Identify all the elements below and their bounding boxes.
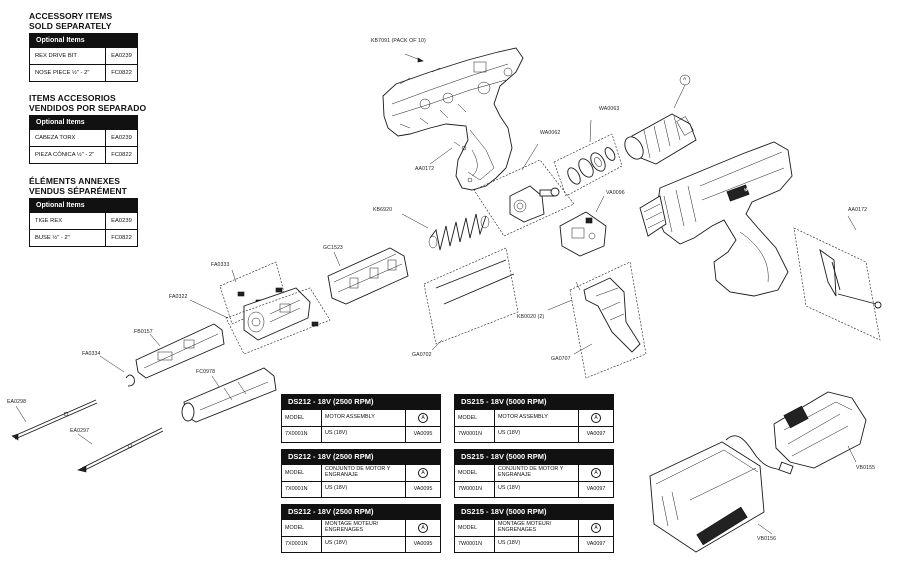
adjusting-collar-drawing (181, 367, 277, 423)
table-row: PIEZA CÓNICA ½" - 2"FC0822 (30, 146, 137, 163)
table-title: DS212 - 18V (2500 RPM) (282, 450, 440, 464)
label-fa0333: FA0333 (211, 262, 230, 268)
label-va0096: VA0096 (606, 190, 625, 196)
label-fb0157: FB0157 (134, 329, 153, 335)
spring-drawing (428, 213, 490, 251)
accessory-heading-fr: ÉLÉMENTS ANNEXES VENDUS SÉPARÉMENT (29, 176, 127, 196)
gear-set-drawing (567, 147, 616, 185)
long-bit-drawing (11, 399, 98, 441)
label-kb7091: KB7091 (PACK OF 10) (371, 38, 426, 44)
table-header: Optional Items (30, 116, 137, 129)
accessory-heading-en: ACCESSORY ITEMS SOLD SEPARATELY (29, 11, 113, 31)
depth-guide-drawing (583, 277, 641, 353)
label-ga0707: GA0707 (551, 356, 571, 362)
mounting-bracket-drawing (327, 247, 409, 305)
table-title: DS212 - 18V (2500 RPM) (282, 395, 440, 409)
label-wa0062: WA0062 (540, 130, 561, 136)
trigger-switch-drawing (559, 211, 607, 257)
table-header: Optional Items (30, 199, 137, 212)
label-fc0978: FC0978 (196, 369, 216, 375)
short-bit-drawing (77, 427, 164, 473)
callout-a-label: A (683, 77, 687, 82)
nose-housing-drawing (243, 287, 311, 341)
table-row: BUSE ½" - 2"FC0822 (30, 229, 137, 246)
callout-a-badge: A (591, 467, 601, 478)
label-vb0155: VB0155 (856, 465, 876, 471)
accessory-heading-es: ITEMS ACCESORIOS VENDIDOS POR SEPARADO (29, 93, 147, 113)
label-ea0298: EA0298 (7, 399, 27, 405)
charger-drawing (649, 435, 794, 553)
callout-a-badge: A (418, 412, 428, 423)
label-wa0063: WA0063 (599, 106, 620, 112)
label-ea0297: EA0297 (70, 428, 90, 434)
table-title: DS215 - 18V (5000 RPM) (455, 395, 613, 409)
label-aa0172-left: AA0172 (415, 166, 435, 172)
callout-a-badge: A (591, 522, 601, 533)
label-fa0322: FA0322 (169, 294, 188, 300)
clutch-assembly-drawing (509, 185, 560, 223)
battery-pack-drawing (773, 391, 867, 469)
label-aa0172-right: AA0172 (848, 207, 868, 213)
screwdriver-tool-drawing (639, 141, 793, 297)
label-fa0334: FA0334 (82, 351, 101, 357)
slide-plate-drawing (135, 323, 225, 379)
label-ga0702: GA0702 (412, 352, 432, 358)
label-vb0156: VB0156 (757, 536, 777, 542)
table-header: Optional Items (30, 34, 137, 47)
label-kb0020: KB0020 (2) (517, 314, 545, 320)
motor-assembly-drawing (624, 113, 697, 165)
callout-a-badge: A (591, 412, 601, 423)
table-row: NOSE PIECE ½" - 2"FC0822 (30, 64, 137, 81)
callout-a-badge: A (418, 467, 428, 478)
label-gc1523: GC1523 (323, 245, 343, 251)
table-title: DS215 - 18V (5000 RPM) (455, 505, 613, 519)
table-title: DS212 - 18V (2500 RPM) (282, 505, 440, 519)
belt-hook-drawing (819, 248, 882, 309)
table-title: DS215 - 18V (5000 RPM) (455, 450, 613, 464)
housing-half-drawing (382, 47, 524, 191)
label-kb6920: KB6920 (373, 207, 393, 213)
callout-a-badge: A (418, 522, 428, 533)
